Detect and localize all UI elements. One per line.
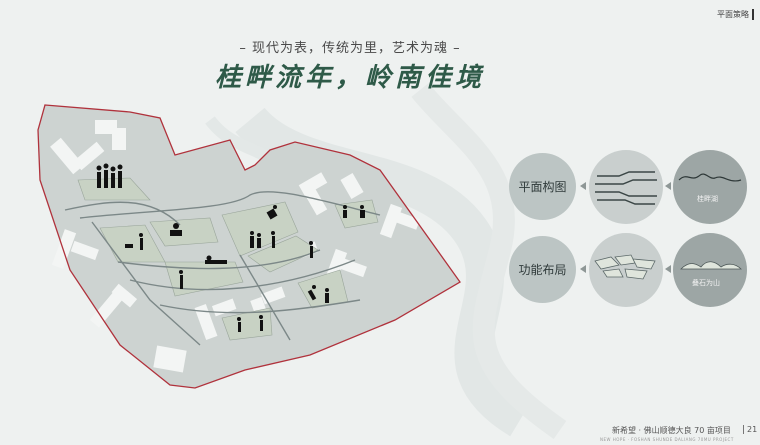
stone-hill-circle	[673, 233, 747, 307]
plan-composition-label: 平面构图	[518, 180, 567, 194]
roads	[64, 191, 381, 346]
arrow-left-icon	[665, 265, 671, 273]
plan-composition-label-circle: 平面构图	[509, 153, 576, 220]
lake-caption: 桂畔湖	[697, 195, 718, 203]
arrow-left-icon	[580, 182, 586, 190]
page-title: 桂畔流年，岭南佳境	[214, 63, 485, 93]
lake-outline-graphic	[678, 173, 742, 182]
plan-composition-lines-circle	[589, 150, 663, 224]
function-layout-patches-circle	[589, 233, 663, 307]
site-boundary	[37, 104, 461, 389]
page-number: 21	[743, 425, 757, 434]
lawn-patches	[77, 177, 379, 341]
lake-outline-circle	[673, 150, 747, 224]
section-tag: 平面策略	[717, 9, 754, 20]
arrow-left-icon	[665, 182, 671, 190]
activity-figures	[96, 163, 365, 332]
project-name-english: NEW HOPE · FOSHAN SHUNDE DALIANG 70MU PR…	[600, 437, 734, 442]
page-subtitle: – 现代为表，传统为里，艺术为魂 –	[239, 41, 461, 56]
stone-hill-caption: 叠石为山	[692, 279, 720, 287]
arrow-left-icon	[580, 265, 586, 273]
function-layout-label: 功能布局	[518, 263, 567, 277]
patches-graphic	[594, 254, 656, 280]
hills-graphic	[680, 261, 742, 270]
function-layout-label-circle: 功能布局	[509, 236, 576, 303]
flowing-lines-graphic	[595, 171, 657, 205]
project-name: 新希望 · 佛山顺德大良 70 亩项目	[612, 426, 731, 435]
